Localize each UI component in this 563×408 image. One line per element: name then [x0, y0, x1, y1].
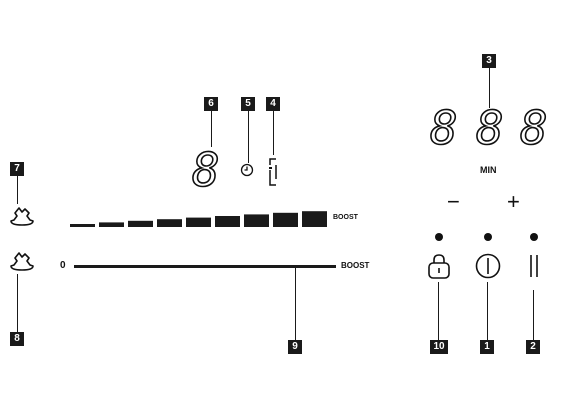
callout-1-leader: [487, 282, 488, 340]
timer-digit-2: 8: [475, 101, 504, 155]
power-level-bar: [70, 211, 327, 227]
power-bar-segment: [70, 224, 95, 227]
callout-6: 6: [204, 97, 218, 111]
callout-3-leader: [489, 68, 490, 108]
callout-3: 3: [482, 54, 496, 68]
lock-indicator-light: [435, 233, 443, 241]
control-slider[interactable]: [74, 265, 336, 268]
callout-8: 8: [10, 332, 24, 346]
callout-8-leader: [17, 274, 18, 332]
power-bar-segment: [99, 222, 124, 227]
callout-5: 5: [241, 97, 255, 111]
callout-7: 7: [10, 162, 24, 176]
pause-indicator-light: [530, 233, 538, 241]
timer-clock-icon: [240, 163, 254, 177]
callout-6-leader: [211, 111, 212, 147]
callout-4: 4: [266, 97, 280, 111]
callout-1: 1: [480, 340, 494, 354]
bridge-zone-icon: [269, 158, 277, 186]
timer-minus-button[interactable]: −: [447, 189, 460, 214]
timer-digit-3: 8: [519, 101, 548, 155]
slider-zero-label: 0: [60, 260, 66, 271]
power-indicator-light: [484, 233, 492, 241]
callout-10: 10: [430, 340, 448, 354]
callout-7-leader: [17, 176, 18, 204]
power-bar-segment: [157, 219, 182, 227]
power-bar-segment: [186, 217, 211, 227]
timer-plus-button[interactable]: +: [507, 189, 520, 214]
power-bar-segment: [244, 214, 269, 227]
timer-digit-1: 8: [429, 101, 458, 155]
callout-5-leader: [248, 111, 249, 163]
slider-boost-label: BOOST: [341, 261, 370, 270]
callout-2-leader: [533, 290, 534, 340]
cookzone-heat-icon: [10, 207, 34, 226]
power-bar-segment: [302, 211, 327, 227]
callout-9: 9: [288, 340, 302, 354]
cookzone-icon[interactable]: [8, 250, 36, 272]
callout-4-leader: [273, 111, 274, 155]
callout-2: 2: [526, 340, 540, 354]
power-bar-segment: [215, 216, 240, 227]
power-bar-segment: [128, 220, 153, 227]
callout-10-leader: [438, 282, 439, 340]
pause-icon[interactable]: [524, 252, 544, 280]
power-icon[interactable]: [474, 252, 502, 280]
power-bar-segment: [273, 212, 298, 227]
lock-icon[interactable]: [425, 252, 453, 280]
callout-9-leader: [295, 267, 296, 340]
power-bar-boost-label: BOOST: [333, 214, 358, 221]
power-level-display: 8: [191, 143, 220, 197]
timer-unit-label: MIN: [480, 165, 497, 175]
